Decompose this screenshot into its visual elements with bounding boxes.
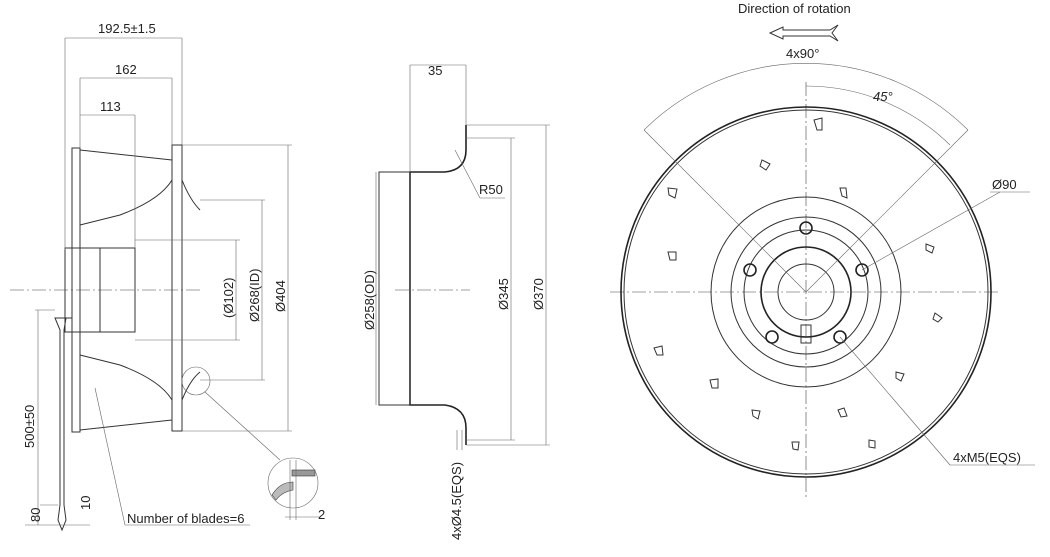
dim-screws: 4xM5(EQS) <box>953 450 1021 465</box>
dim-370: Ø370 <box>531 278 546 310</box>
dim-162: 162 <box>115 62 137 77</box>
dim-r50: R50 <box>479 182 503 197</box>
dim-holes: 4xØ4.5(EQS) <box>449 462 464 540</box>
side-view: 192.5±1.5 162 113 (Ø102) Ø268(ID) Ø404 5… <box>10 21 325 532</box>
rotation-label: Direction of rotation <box>738 1 851 16</box>
ring-profile <box>409 125 467 445</box>
arc-4x90 <box>643 63 969 131</box>
dim-detail: 2 <box>318 507 325 522</box>
detail-circle <box>181 366 211 396</box>
dim-345: Ø345 <box>496 278 511 310</box>
dim-overall: 192.5±1.5 <box>98 21 156 36</box>
dim-cable: 500±50 <box>22 405 37 448</box>
dim-90: Ø90 <box>992 177 1017 192</box>
backplate <box>171 144 183 432</box>
arc-45 <box>805 85 951 146</box>
dim-35: 35 <box>428 63 442 78</box>
blades-note: Number of blades=6 <box>127 511 244 526</box>
mount-holes <box>743 221 869 344</box>
dim-80: 80 <box>28 508 43 522</box>
dim-113: 113 <box>100 99 121 114</box>
dim-10: 10 <box>78 496 93 510</box>
angle-4x90: 4x90° <box>786 46 819 61</box>
dim-inlet: Ø268(ID) <box>247 269 262 322</box>
dim-outer: Ø404 <box>273 280 288 312</box>
front-view: Direction of rotation 4x90° 45° <box>610 1 1035 500</box>
detail-view <box>267 457 319 509</box>
angle-45: 45° <box>873 89 893 104</box>
rotation-arrow-icon <box>768 24 839 42</box>
outer-ring <box>620 106 992 478</box>
ring-view: 35 R50 Ø258(OD) Ø345 Ø370 4xØ4.5(EQS) <box>362 63 550 540</box>
vanes <box>653 117 943 451</box>
dim-od: Ø258(OD) <box>362 270 377 330</box>
inlet-ring <box>71 147 81 433</box>
dim-hub: (Ø102) <box>221 278 236 318</box>
